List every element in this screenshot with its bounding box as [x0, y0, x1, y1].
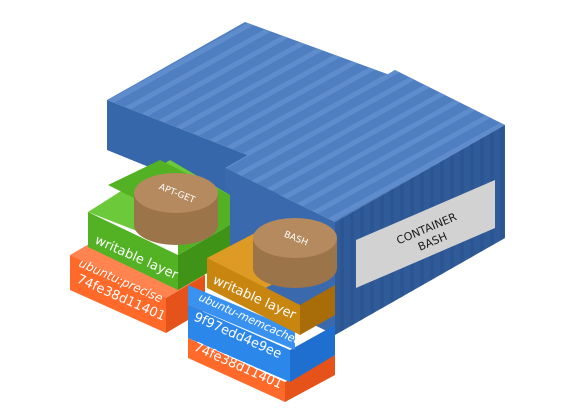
- right-disk: [253, 218, 337, 288]
- right-base-image-layer-front: [188, 338, 285, 402]
- right-writable-layer-side: [300, 285, 335, 335]
- left-disk-top: [134, 173, 218, 213]
- right-disk-top: [253, 218, 337, 258]
- left-writable-layer-side: [178, 225, 230, 290]
- left-disk: [134, 173, 218, 245]
- front-container-top-ribs: [225, 70, 505, 222]
- back-container-top-ribs: [107, 22, 390, 158]
- container-label-panel: [356, 180, 495, 288]
- right-image-id-layer-front: [188, 285, 295, 350]
- right-memcached-layer-front: [188, 305, 290, 382]
- right-memcached-layer-side: [290, 325, 335, 382]
- right-layer-stack: [188, 218, 337, 402]
- right-writable-layer-front: [207, 258, 300, 335]
- left-writable-layer-front: [88, 212, 178, 290]
- left-layer-stack: [70, 160, 230, 333]
- left-image-id-layer-front: [70, 255, 166, 333]
- back-container-left-face: [107, 100, 255, 210]
- right-base-image-layer-side: [285, 355, 335, 402]
